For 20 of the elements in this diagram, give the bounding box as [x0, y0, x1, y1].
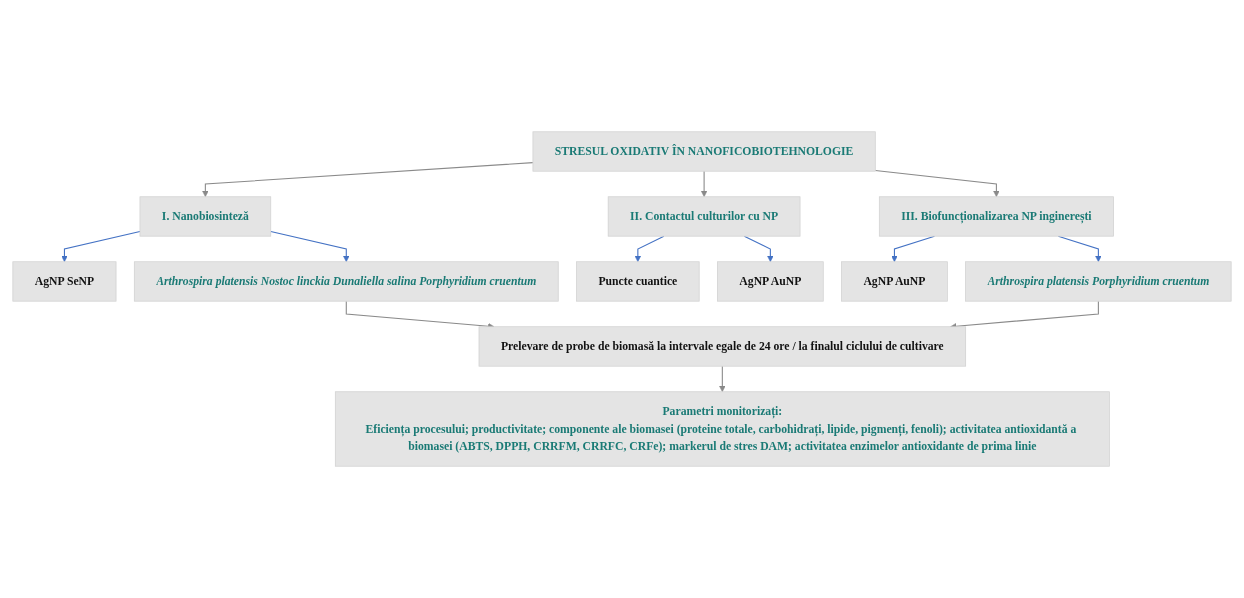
- node-box: I. Nanobiosinteză: [139, 196, 272, 237]
- node-box: III. Biofuncționalizarea NP inginerești: [878, 196, 1114, 237]
- node-box: Prelevare de probe de biomasă la intervale egale de 24 ore / la finalul ciclului de cultivare: [478, 326, 967, 367]
- node-box: AgNP AuNP: [717, 261, 824, 302]
- node-box: II. Contactul culturilor cu NP: [607, 196, 801, 237]
- arrow: [634, 235, 665, 263]
- arrow: [61, 231, 141, 263]
- node-box: STRESUL OXIDATIV ÎN NANOFICOBIOTEHNOLOGIE: [532, 131, 876, 172]
- arrow: [202, 162, 534, 198]
- node-box: Arthrospira platensis Nostoc linckia Dunaliella salina Porphyridium cruentum: [133, 261, 559, 302]
- node-box: Parametri monitorizați: Eficiența procesului; productivitate; componente ale biomasei (proteine totale, carbohidrați, lipide, pigmenți, fenoli); activitatea antioxidantă a biomasei (ABTS, DPPH, CRRFM, CRRFC, CRFe); markerul de stres DAM; activitatea enzimelor antioxidante de prima linie: [334, 391, 1110, 467]
- arrow: [874, 169, 1000, 198]
- node-box: Arthrospira platensis Porphyridium cruentum: [965, 261, 1232, 302]
- arrow: [743, 235, 774, 263]
- node-box: AgNP AuNP: [841, 261, 948, 302]
- node-box: AgNP SeNP: [12, 261, 117, 302]
- node-box: Puncte cuantice: [576, 261, 700, 302]
- arrow: [700, 170, 708, 198]
- arrow: [719, 365, 726, 393]
- arrow: [270, 231, 350, 263]
